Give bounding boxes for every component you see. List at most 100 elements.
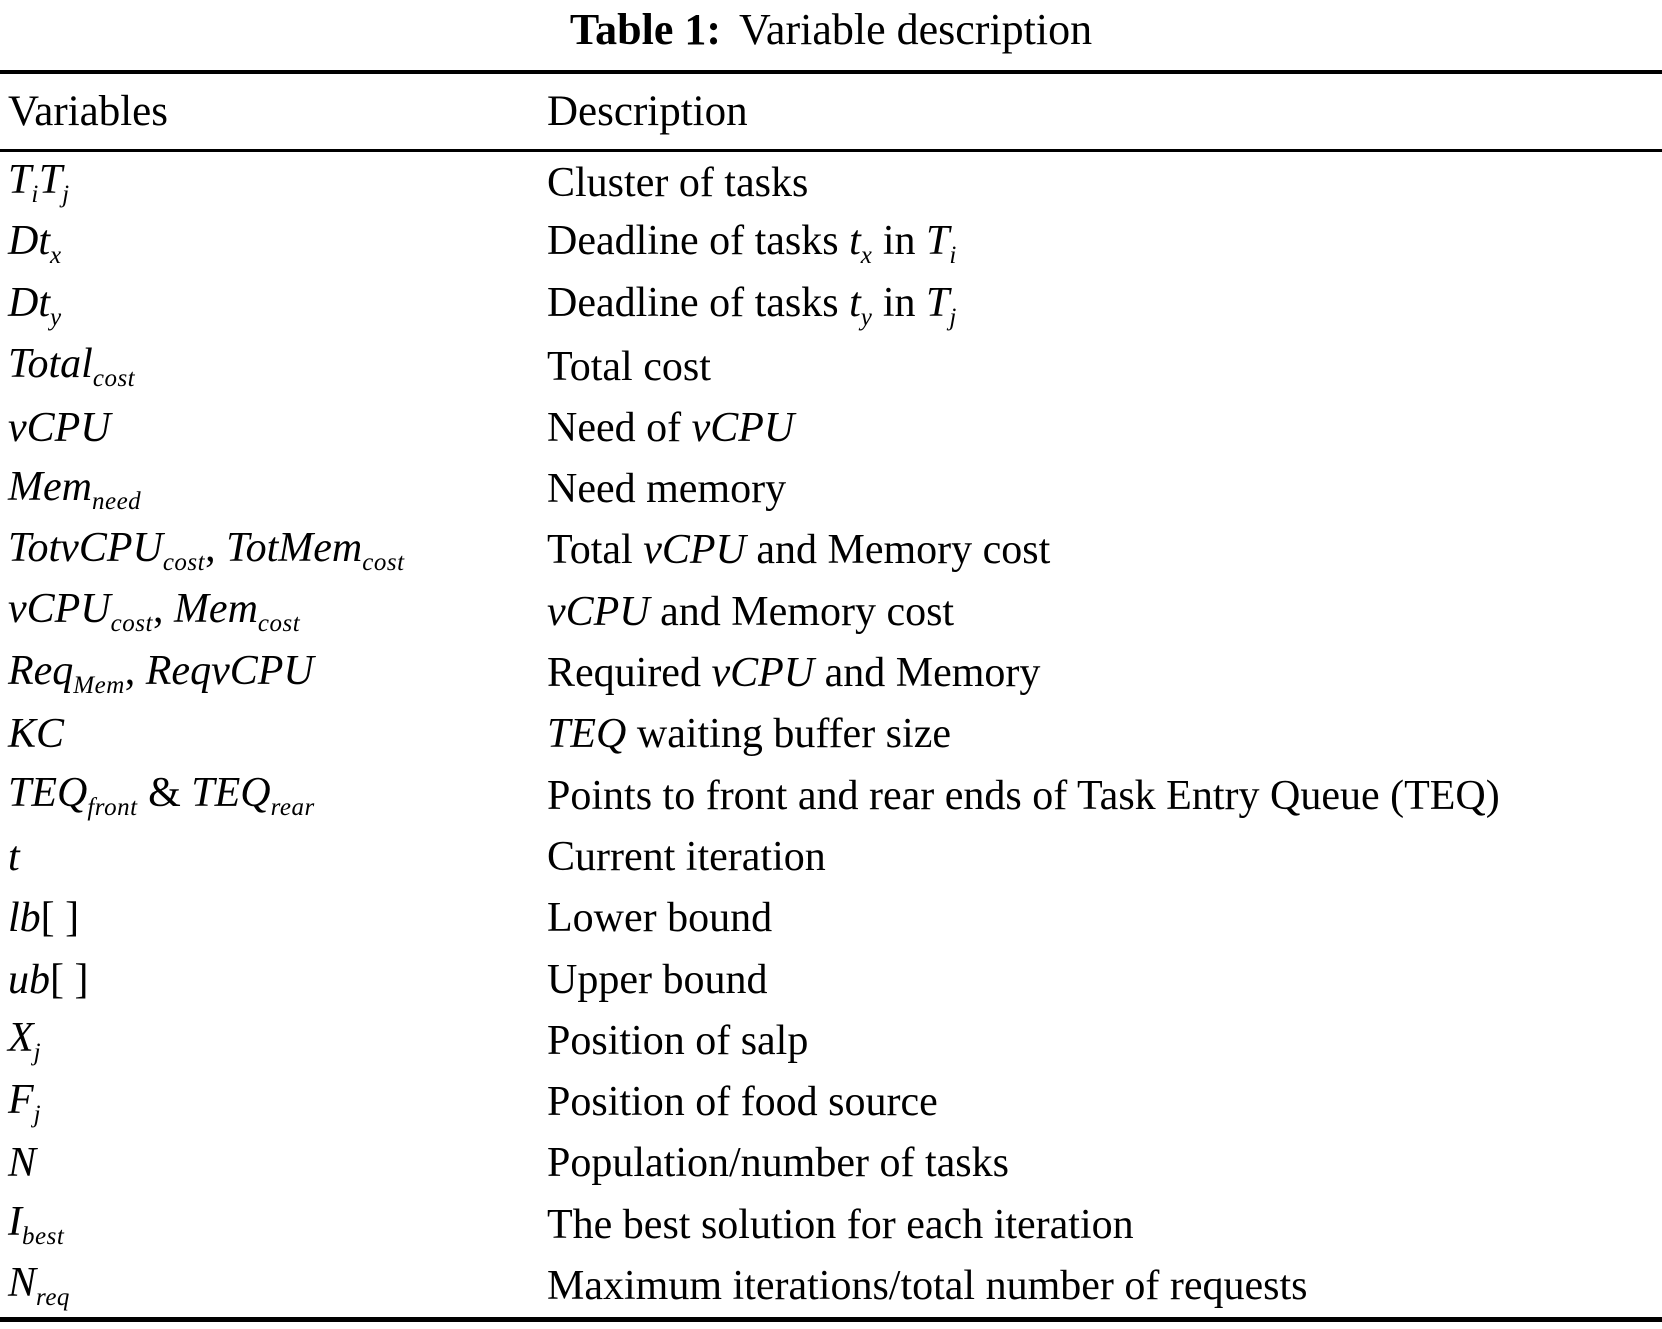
- text-segment: Required: [547, 650, 712, 697]
- variable-cell: Xj: [0, 1014, 547, 1067]
- text-segment: X: [8, 1015, 34, 1062]
- text-segment: Total: [8, 341, 93, 388]
- subscript-segment: cost: [362, 548, 405, 576]
- subscript-segment: rear: [270, 794, 315, 822]
- text-segment: vCPU: [711, 650, 815, 697]
- table-row: lb[ ]Lower bound: [0, 888, 1662, 949]
- variable-cell: KC: [0, 710, 547, 758]
- description-cell: TEQ waiting buffer size: [547, 710, 1662, 758]
- description-cell: Upper bound: [547, 956, 1662, 1004]
- description-cell: Cluster of tasks: [547, 159, 1662, 207]
- text-segment: in: [872, 279, 927, 326]
- subscript-segment: cost: [110, 610, 153, 638]
- text-segment: Total cost: [547, 343, 711, 390]
- variable-cell: Fj: [0, 1076, 547, 1129]
- table-caption-text: Variable description: [739, 5, 1093, 54]
- subscript-segment: best: [22, 1223, 65, 1251]
- text-segment: TotvCPU: [8, 524, 163, 571]
- subscript-segment: x: [860, 242, 873, 270]
- variable-cell: TiTj: [0, 156, 547, 209]
- text-segment: vCPU: [8, 586, 111, 633]
- table-bottom-rule: [0, 1316, 1662, 1322]
- text-segment: lb: [8, 895, 41, 942]
- subscript-segment: i: [31, 181, 39, 209]
- text-segment: Points to front and rear ends of Task En…: [547, 772, 1500, 819]
- variable-cell: vCPU: [0, 404, 547, 452]
- subscript-segment: j: [62, 181, 70, 209]
- table-header-rule: [0, 149, 1662, 152]
- text-segment: [ ]: [40, 895, 80, 942]
- variable-cell: Dty: [0, 279, 547, 332]
- variable-cell: t: [0, 833, 547, 881]
- text-segment: vCPU: [547, 588, 650, 635]
- table-header-row: Variables Description: [0, 74, 1662, 149]
- description-cell: Points to front and rear ends of Task En…: [547, 772, 1662, 820]
- variable-cell: N: [0, 1139, 547, 1187]
- variable-cell: lb[ ]: [0, 894, 547, 942]
- text-segment: ,: [205, 524, 227, 571]
- text-segment: [ ]: [50, 956, 89, 1003]
- description-cell: vCPU and Memory cost: [547, 588, 1662, 636]
- text-segment: t: [849, 279, 861, 326]
- subscript-segment: cost: [162, 548, 206, 576]
- text-segment: Population/number of tasks: [547, 1140, 1009, 1187]
- text-segment: ,: [124, 647, 146, 694]
- text-segment: ReqvCPU: [145, 647, 314, 694]
- description-cell: The best solution for each iteration: [547, 1201, 1662, 1249]
- table-row: KC TEQ waiting buffer size: [0, 704, 1662, 765]
- text-segment: Maximum iterations/total number of reque…: [547, 1262, 1308, 1309]
- column-header-description: Description: [547, 88, 748, 135]
- text-segment: Dt: [8, 279, 50, 326]
- text-segment: Position of food source: [547, 1079, 938, 1126]
- text-segment: F: [8, 1076, 34, 1123]
- text-segment: Req: [8, 647, 74, 694]
- variable-cell: Totalcost: [0, 340, 547, 393]
- text-segment: Position of salp: [547, 1017, 809, 1064]
- subscript-segment: j: [33, 1100, 42, 1128]
- table-row: ub[ ] Upper bound: [0, 949, 1662, 1010]
- column-header-variables: Variables: [8, 88, 168, 135]
- text-segment: I: [8, 1199, 22, 1246]
- subscript-segment: y: [50, 303, 62, 331]
- description-cell: Position of food source: [547, 1078, 1662, 1126]
- subscript-segment: cost: [92, 365, 136, 393]
- table-row: Ibest The best solution for each iteratio…: [0, 1194, 1662, 1255]
- subscript-segment: i: [949, 242, 957, 270]
- text-segment: waiting buffer size: [626, 711, 951, 758]
- text-segment: vCPU: [643, 527, 746, 574]
- variable-cell: Dtx: [0, 217, 547, 270]
- text-segment: t: [8, 833, 20, 880]
- variable-cell: Nreq: [0, 1259, 547, 1312]
- text-segment: TotMem: [226, 524, 363, 571]
- variable-cell: Memneed: [0, 463, 547, 516]
- subscript-segment: j: [33, 1039, 42, 1067]
- subscript-segment: front: [87, 794, 138, 822]
- variable-cell: vCPUcost, Memcost: [0, 585, 547, 638]
- text-segment: ub: [8, 956, 50, 1003]
- text-segment: T: [8, 157, 32, 204]
- description-cell: Required vCPU and Memory: [547, 649, 1662, 697]
- text-segment: and Memory cost: [745, 527, 1051, 574]
- subscript-segment: req: [36, 1284, 70, 1312]
- description-cell: Maximum iterations/total number of reque…: [547, 1262, 1662, 1310]
- text-segment: Mem: [8, 463, 92, 510]
- subscript-segment: need: [91, 487, 142, 515]
- text-segment: &: [137, 770, 192, 817]
- text-segment: KC: [8, 711, 65, 758]
- description-cell: Total vCPU and Memory cost: [547, 526, 1662, 574]
- subscript-segment: x: [50, 242, 62, 270]
- text-segment: Need of: [547, 404, 692, 451]
- text-segment: vCPU: [8, 404, 111, 451]
- description-cell: Population/number of tasks: [547, 1139, 1662, 1187]
